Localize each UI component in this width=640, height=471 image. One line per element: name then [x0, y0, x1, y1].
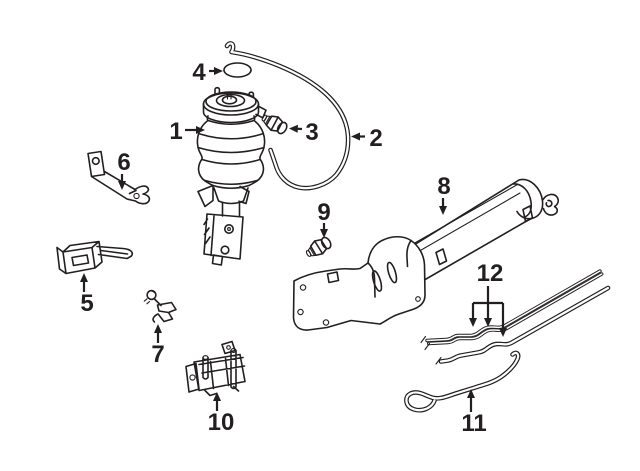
height-sensor-5	[56, 240, 134, 275]
clip-link-7	[143, 289, 177, 323]
callout-12-arrowhead-mid	[484, 318, 492, 327]
shield-slot-right	[386, 261, 398, 284]
hook-hose-outline	[406, 353, 518, 410]
valve-fitting-9	[302, 233, 335, 262]
mount-ring-2	[205, 91, 257, 112]
strut-piston-collar	[197, 184, 250, 217]
bracket-6-hole-top	[91, 156, 100, 166]
callout-1-arrowhead	[196, 126, 205, 134]
reservoir-shield-plate	[292, 235, 426, 331]
single-tube-outline	[441, 288, 608, 362]
mount-center-stud	[226, 92, 232, 100]
valve-block-body	[185, 340, 246, 397]
callout-8-arrowhead	[439, 206, 447, 215]
clip-ball-ribs	[143, 290, 155, 305]
callout-1: 1	[169, 118, 205, 145]
valve-pin-left-top	[202, 355, 209, 360]
sensor-bracket-6	[87, 150, 151, 205]
bracket-bolt-dot	[227, 227, 231, 231]
callout-5-label: 5	[80, 290, 93, 317]
valve-side-hole	[189, 374, 196, 381]
bracket-bolt-hole-lower	[220, 245, 230, 255]
callout-7-arrowhead	[154, 324, 162, 333]
hook-hose-11	[406, 353, 518, 410]
bracket-6-body	[87, 150, 151, 205]
callout-7: 7	[151, 324, 165, 368]
callout-6: 6	[117, 149, 131, 190]
valve-block-10	[185, 340, 246, 397]
reservoir-end-fitting	[542, 193, 560, 216]
strut-lower-bracket	[203, 213, 244, 266]
callout-7-label: 7	[151, 341, 164, 368]
callout-6-label: 6	[117, 149, 130, 176]
callout-1-label: 1	[169, 118, 182, 145]
bracket-bolt-hole-upper	[224, 224, 235, 235]
callout-11-arrowhead	[467, 389, 475, 398]
air-reservoir-8	[292, 178, 560, 331]
tube-end-ticks	[420, 335, 442, 365]
callout-12-label: 12	[477, 260, 504, 287]
mount-studs	[214, 86, 255, 101]
callout-4-label: 4	[192, 59, 206, 86]
shield-hole-2	[297, 308, 304, 316]
callout-10-label: 10	[208, 409, 235, 436]
tube-bundle-12	[420, 269, 610, 365]
callout-5: 5	[80, 273, 94, 317]
air-spring-bellows	[196, 119, 266, 190]
callout-12-arrowhead-right	[499, 328, 507, 337]
shield-hole-4	[415, 296, 421, 302]
valve-pin-right-top	[230, 348, 237, 353]
callout-11: 11	[461, 389, 487, 437]
callout-9-label: 9	[317, 199, 330, 226]
callout-12: 12	[469, 260, 507, 337]
callout-11-label: 11	[461, 410, 486, 437]
air-spring-cap	[223, 62, 252, 78]
sensor-5-body	[56, 240, 134, 275]
callout-4-arrowhead	[214, 67, 223, 75]
mount-hub	[221, 95, 238, 105]
shield-slot-left	[371, 270, 383, 292]
bracket-6-hole-end	[133, 192, 140, 200]
single-tube-inner	[439, 286, 610, 363]
callout-2-label: 2	[369, 125, 382, 152]
mount-side	[202, 103, 267, 124]
reservoir-tabs	[435, 205, 534, 266]
callout-8: 8	[437, 173, 451, 215]
callout-12-arrowhead-left	[469, 318, 477, 327]
callout-10-arrowhead	[213, 392, 221, 401]
callout-10: 10	[208, 392, 235, 436]
callout-9: 9	[317, 199, 331, 238]
callout-9-arrowhead	[320, 229, 328, 238]
callout-2-arrowhead	[351, 132, 360, 141]
shield-hole-1	[299, 284, 307, 291]
callout-3-arrowhead	[289, 124, 298, 133]
hook-hose-inner	[405, 351, 520, 412]
clip-body	[152, 298, 177, 323]
valve-bracket-hole	[226, 345, 231, 350]
callout-3-label: 3	[305, 119, 318, 146]
callout-12-bracket	[471, 286, 505, 328]
callout-2: 2	[351, 125, 383, 152]
callout-3: 3	[289, 119, 319, 146]
callout-8-label: 8	[437, 173, 450, 200]
shield-hole-3	[322, 319, 330, 326]
callout-4: 4	[192, 59, 223, 86]
callout-6-arrowhead	[118, 181, 126, 190]
callout-5-arrowhead	[80, 273, 88, 282]
cap-top	[223, 62, 252, 78]
air-spring-strut	[196, 86, 267, 266]
